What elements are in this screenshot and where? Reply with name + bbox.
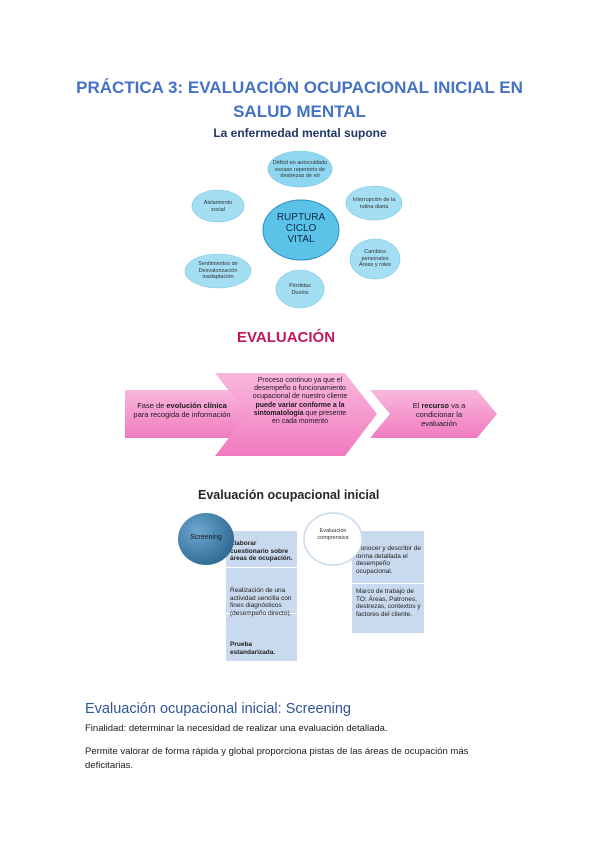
node-desvalorizacion: Sentimientos de Desvalorización inadapta…: [198, 261, 238, 280]
comprehensive-label: Evaluación comprensiva: [317, 528, 349, 541]
paragraph-finalidad: Finalidad: determinar la necesidad de re…: [85, 723, 388, 734]
node-rutina: Interrupción de la rutina diaria: [352, 197, 396, 210]
diagram-title: La enfermedad mental supone: [213, 126, 387, 140]
screening-item-1: Elaborar cuestionario sobre áreas de ocu…: [230, 540, 293, 562]
arrow-2-text: Proceso continuo ya que el desempeño o f…: [252, 377, 348, 426]
evaluation-title: EVALUACIÓN: [237, 329, 336, 346]
comprehensive-item-2: Marco de trabajo de TO: Áreas, Patrones,…: [356, 588, 421, 618]
node-perdidas: Pérdidas Duelos: [289, 283, 311, 296]
screening-item-2: Realización de una actividad sencilla co…: [230, 587, 292, 617]
screening-label: Screening: [190, 534, 222, 541]
screening-table: Elaborar cuestionario sobre áreas de ocu…: [226, 531, 297, 661]
comprehensive-table: Conocer y describir de forma detallada e…: [352, 531, 424, 633]
page-title-line-2: SALUD MENTAL: [233, 102, 366, 121]
screening-circle: [178, 513, 234, 565]
paragraph-permite-line-1: Permite valorar de forma rápida y global…: [85, 746, 469, 757]
section-heading: Evaluación ocupacional inicial: Screenin…: [85, 701, 351, 717]
node-cambios: Cambios personales Áreas y roles: [358, 249, 392, 268]
comprehensive-item-1: Conocer y describir de forma detallada e…: [356, 545, 422, 575]
initial-eval-title: Evaluación ocupacional inicial: [198, 488, 380, 502]
comprehensive-circle: [303, 512, 363, 566]
diagram-graphic: [184, 150, 403, 309]
arrow-3-text: El recurso va a condicionar la evaluació…: [412, 401, 466, 428]
node-autocuidado: Déficit en autocuidado escaso repertorio…: [272, 160, 328, 179]
arrow-1-text: Fase de evolución clínica para recogida …: [133, 401, 231, 419]
screening-item-3: Prueba estandarizada.: [230, 641, 276, 656]
page-title-line-1: PRÁCTICA 3: EVALUACIÓN OCUPACIONAL INICI…: [76, 78, 523, 97]
node-aislamiento: Aislamiento social: [203, 200, 233, 213]
diagram-center: RUPTURA CICLO VITAL: [276, 212, 326, 245]
evaluation-arrows: [125, 373, 497, 456]
mental-illness-diagram: La enfermedad mental supone RUPTURA CICL…: [180, 126, 420, 316]
paragraph-permite-line-2: deficitarias.: [85, 760, 134, 771]
